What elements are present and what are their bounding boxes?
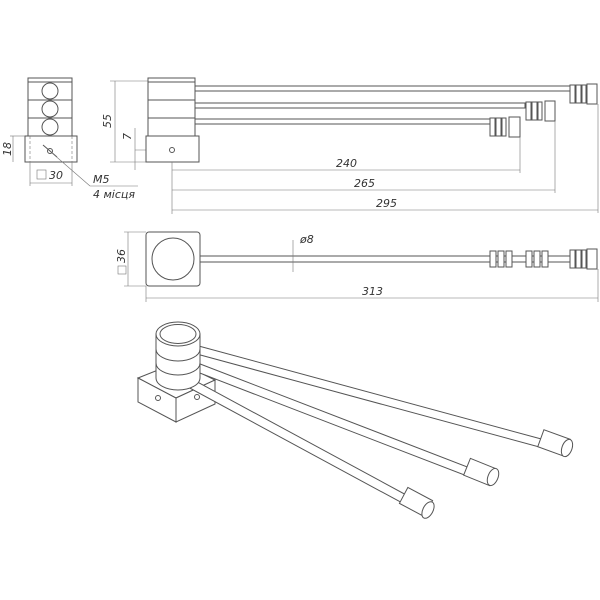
dim-hole-offset: 7	[121, 133, 134, 140]
dim-thread-count: 4 місця	[93, 188, 135, 201]
top-view	[117, 231, 599, 302]
rod-end-caps	[489, 83, 598, 138]
front-view	[10, 77, 138, 187]
dim-overall-length: 313	[362, 285, 383, 298]
dim-thread: M5	[93, 173, 110, 186]
dim-rod-diameter: ø8	[299, 233, 314, 246]
dim-base-square: 30	[49, 169, 63, 182]
dim-arm2: 265	[354, 177, 375, 190]
dim-top-square: 36	[115, 249, 128, 263]
iso-end-caps	[398, 429, 574, 519]
dim-arm3: 295	[376, 197, 397, 210]
dim-arm1: 240	[336, 157, 357, 170]
side-view	[110, 77, 599, 214]
isometric-view	[136, 321, 574, 519]
dim-base-height: 18	[1, 142, 14, 156]
dim-total-height: 55	[101, 114, 114, 128]
